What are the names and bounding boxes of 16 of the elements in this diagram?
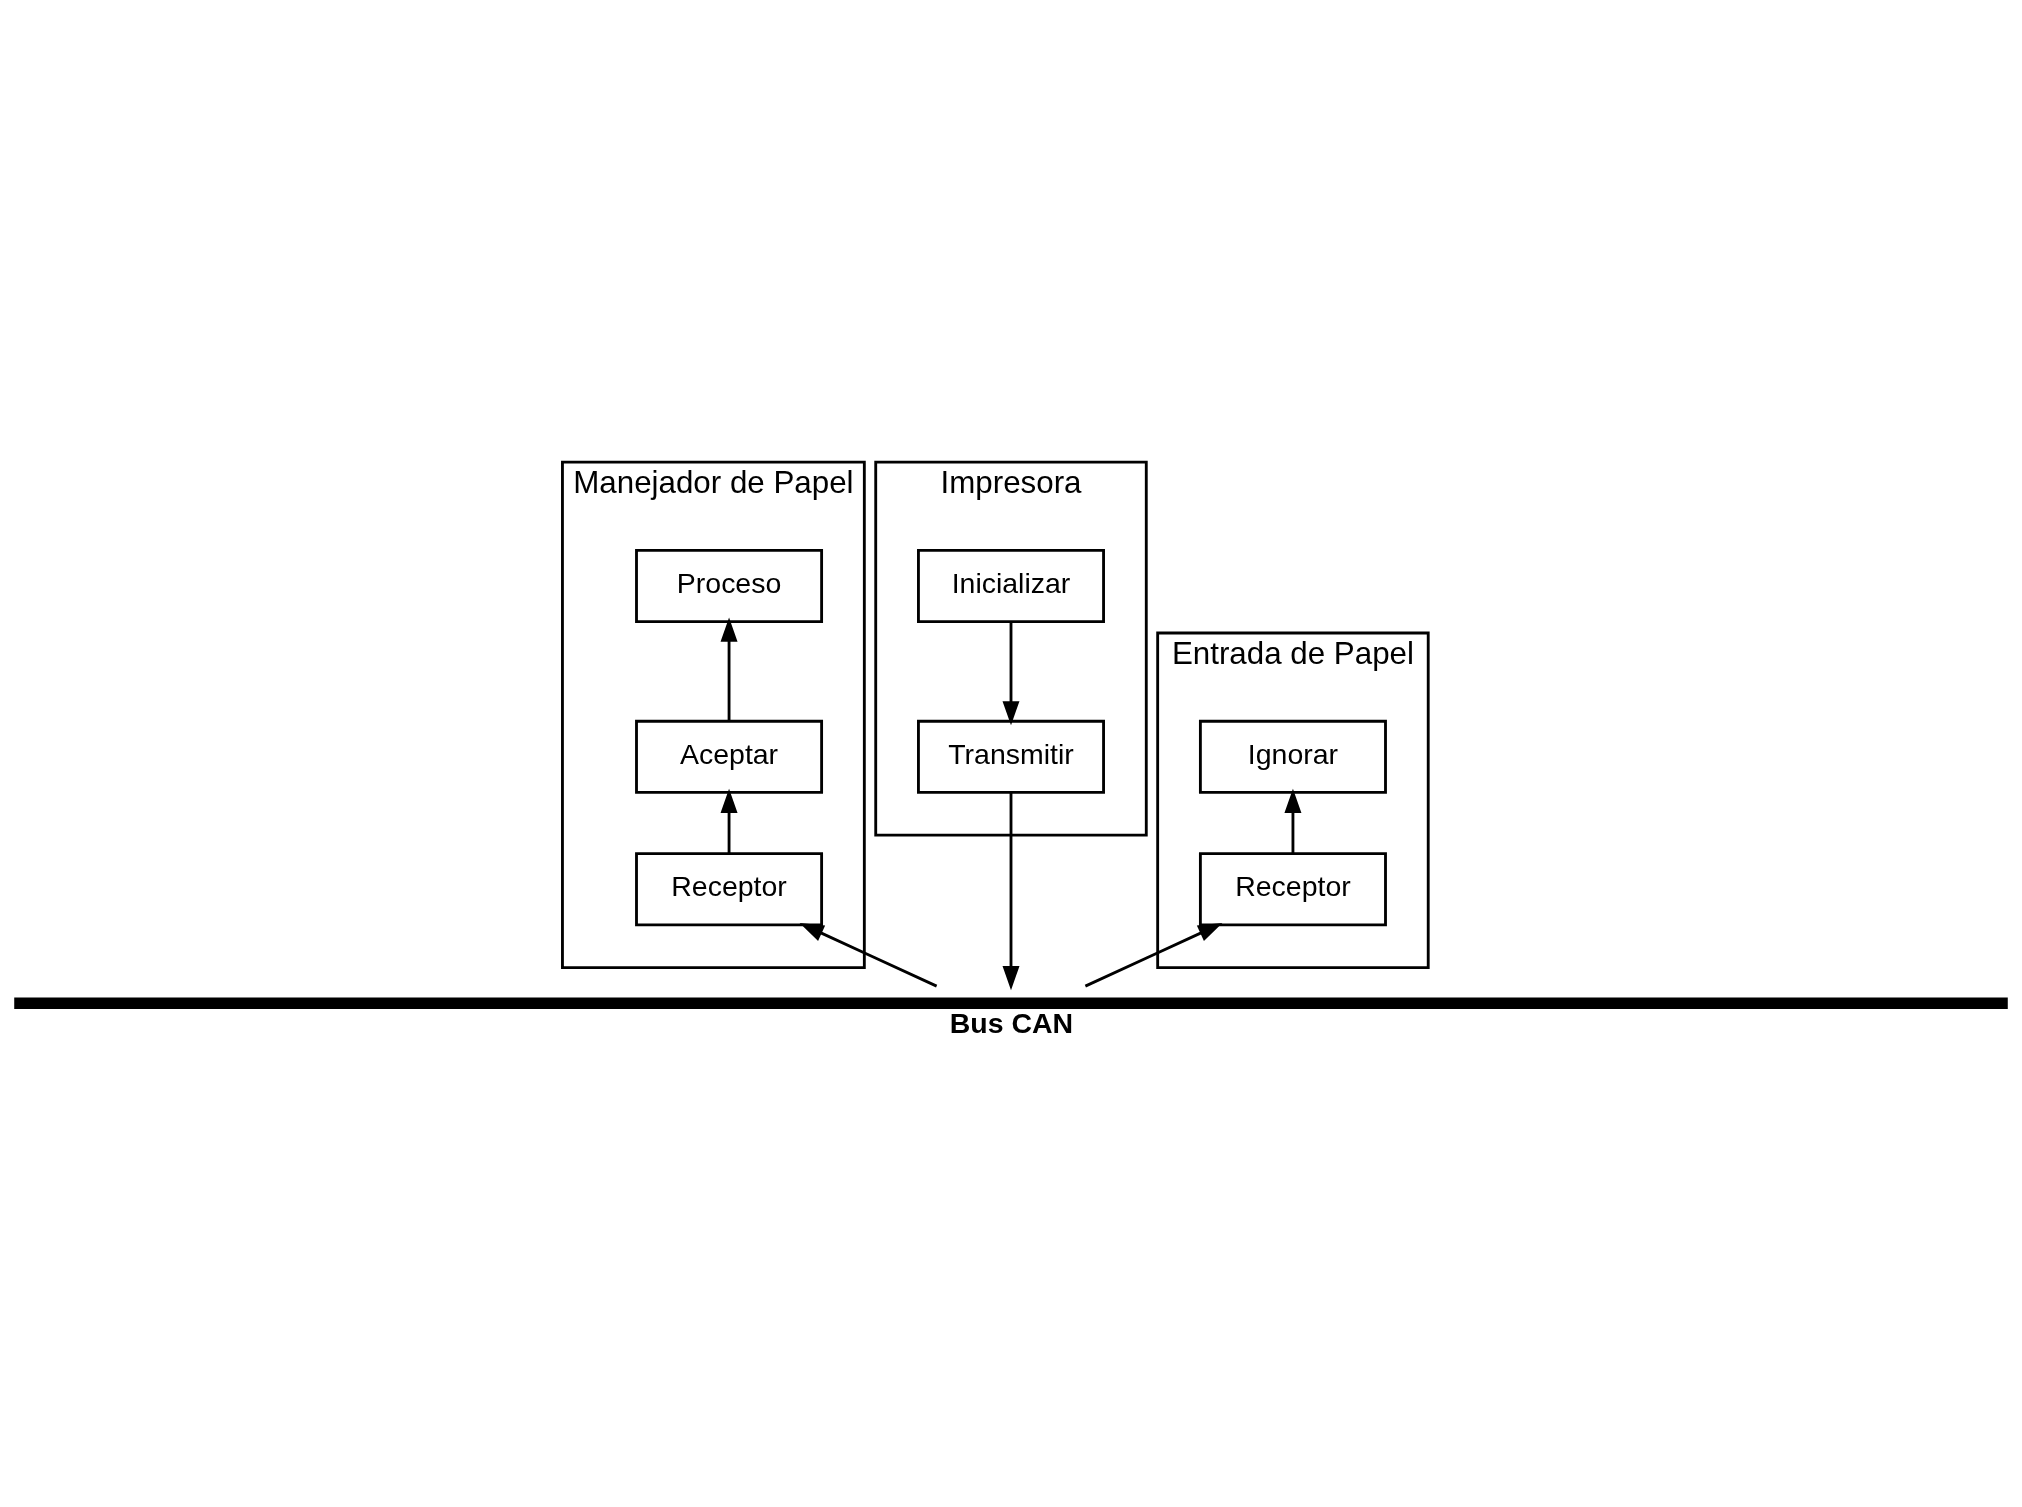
- node-label: Bus CAN: [949, 1006, 1074, 1039]
- arrow: [1002, 621, 1020, 725]
- arrow: [1084, 922, 1223, 987]
- node-box: Aceptar: [635, 719, 824, 794]
- node-box: Ignorar: [1198, 719, 1387, 794]
- arrow: [799, 922, 938, 987]
- arrow: [1284, 788, 1302, 853]
- node-box: Receptor: [1198, 851, 1387, 926]
- node-box: Proceso: [635, 548, 824, 623]
- node-box: Receptor: [635, 851, 824, 926]
- arrow: [720, 617, 738, 721]
- node-box: Inicializar: [917, 548, 1105, 623]
- arrow: [720, 788, 738, 853]
- node-box: Transmitir: [917, 719, 1105, 794]
- node-box: [14, 997, 2008, 1009]
- arrow: [1002, 792, 1020, 990]
